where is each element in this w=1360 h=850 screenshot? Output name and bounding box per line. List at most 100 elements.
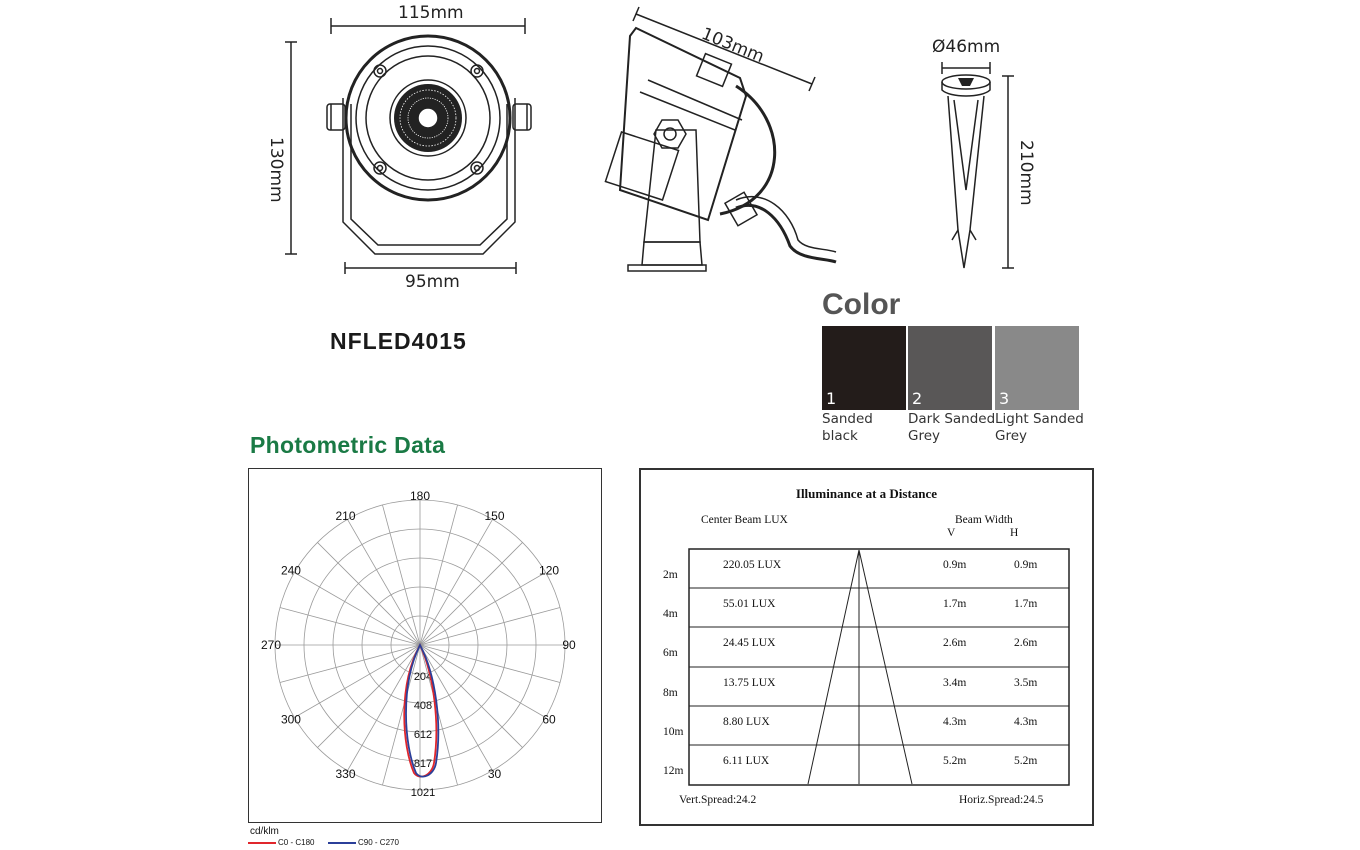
beam-width-v-value: 4.3m — [943, 716, 967, 728]
distance-label: 2m — [663, 569, 678, 581]
polar-grid-spoke — [419, 504, 458, 646]
dimension-front-height: 130mm — [266, 137, 286, 203]
beam-width-h-value: 2.6m — [1014, 637, 1038, 649]
color-swatch-sanded-black: 1 — [822, 326, 906, 410]
beam-width-v-value: 0.9m — [943, 559, 967, 571]
center-lux-value: 8.80 LUX — [723, 716, 770, 728]
polar-angle-label: 240 — [281, 564, 301, 578]
photometric-title: Photometric Data — [250, 432, 446, 458]
swatch-label-line: Grey — [908, 428, 941, 444]
model-number: NFLED4015 — [330, 328, 467, 354]
legend-c0: C0 - C180 — [248, 838, 314, 847]
legend-swatch-blue — [328, 841, 356, 844]
swatch-label-line: Sanded — [822, 411, 873, 427]
polar-grid-spoke — [279, 607, 421, 646]
swatch-label-2: Dark Sanded Grey — [908, 411, 998, 445]
beam-width-h-value: 5.2m — [1014, 755, 1038, 767]
polar-angle-label: 300 — [281, 713, 301, 727]
swatch-label-line: Light Sanded — [995, 411, 1084, 427]
polar-angle-label: 60 — [542, 713, 556, 727]
center-lux-value: 13.75 LUX — [723, 677, 776, 689]
beam-width-h-value: 4.3m — [1014, 716, 1038, 728]
swatch-label-line: Dark Sanded — [908, 411, 996, 427]
polar-intensity-chart: 1801501209060303303002702402102044086128… — [261, 489, 576, 799]
dimension-spike-diameter: Ø46mm — [932, 37, 1001, 57]
vert-spread: Vert.Spread:24.2 — [679, 794, 757, 806]
distance-label: 4m — [663, 608, 678, 620]
swatch-label-line: black — [822, 428, 858, 444]
polar-angle-label: 30 — [488, 767, 502, 781]
horiz-spread: Horiz.Spread:24.5 — [959, 794, 1044, 806]
swatch-number: 2 — [912, 389, 923, 408]
swatch-number: 3 — [999, 389, 1010, 408]
polar-radial-label: 612 — [414, 729, 432, 741]
beam-cone-diagram — [688, 548, 1070, 786]
center-lux-value: 220.05 LUX — [723, 559, 782, 571]
dimension-front-width-bottom: 95mm — [405, 272, 460, 292]
polar-grid-spoke — [347, 519, 421, 646]
dimension-spike-height: 210mm — [1016, 140, 1036, 206]
beam-width-h-value: 0.9m — [1014, 559, 1038, 571]
polar-angle-label: 150 — [484, 509, 504, 523]
illuminance-title: Illuminance at a Distance — [795, 486, 938, 501]
beam-width-header: Beam Width — [955, 514, 1013, 526]
h-header: H — [1010, 527, 1019, 539]
ground-spike-drawing — [941, 62, 1014, 269]
polar-grid-spoke — [347, 644, 421, 771]
polar-angle-label: 210 — [335, 509, 355, 523]
polar-grid-spoke — [317, 542, 421, 646]
legend-label: C0 - C180 — [278, 838, 315, 847]
distance-label: 10m — [663, 726, 684, 738]
polar-grid-spoke — [419, 644, 561, 683]
swatch-label-1: Sanded black — [822, 411, 912, 445]
polar-grid-spoke — [419, 542, 523, 646]
polar-intensity-curve — [405, 643, 440, 778]
polar-grid-spoke — [419, 644, 458, 786]
center-lux-value: 55.01 LUX — [723, 598, 776, 610]
polar-grid-spoke — [294, 572, 421, 646]
swatch-label-3: Light Sanded Grey — [995, 411, 1085, 445]
polar-grid-spoke — [279, 644, 421, 683]
polar-grid-spoke — [419, 644, 523, 748]
beam-width-v-value: 5.2m — [943, 755, 967, 767]
beam-width-v-value: 1.7m — [943, 598, 967, 610]
polar-grid-spoke — [419, 644, 493, 771]
polar-grid-spoke — [382, 644, 421, 786]
side-view-drawing — [604, 6, 837, 272]
v-header: V — [947, 527, 956, 539]
center-lux-value: 24.45 LUX — [723, 637, 776, 649]
color-swatch-dark-sanded-grey: 2 — [908, 326, 992, 410]
polar-radial-label: 1021 — [411, 787, 435, 799]
polar-angle-label: 180 — [410, 489, 430, 503]
beam-width-v-value: 3.4m — [943, 677, 967, 689]
front-view-drawing — [285, 18, 532, 274]
polar-grid-spoke — [317, 644, 421, 748]
legend-unit: cd/klm — [250, 826, 279, 837]
polar-grid-spoke — [419, 572, 546, 646]
beam-width-h-value: 1.7m — [1014, 598, 1038, 610]
distance-label: 8m — [663, 687, 678, 699]
distance-label: 12m — [663, 765, 684, 777]
color-swatch-light-sanded-grey: 3 — [995, 326, 1079, 410]
legend-c90: C90 - C270 — [328, 838, 399, 847]
color-section-title: Color — [822, 288, 901, 321]
beam-width-h-value: 3.5m — [1014, 677, 1038, 689]
polar-radial-label: 204 — [414, 671, 432, 683]
polar-radial-label: 817 — [414, 758, 432, 770]
polar-grid-spoke — [419, 607, 561, 646]
dimension-front-width-top: 115mm — [398, 3, 464, 23]
legend-label: C90 - C270 — [358, 838, 399, 847]
swatch-number: 1 — [826, 389, 837, 408]
center-beam-header: Center Beam LUX — [701, 514, 788, 526]
polar-radial-label: 408 — [414, 700, 432, 712]
polar-grid-spoke — [419, 644, 546, 718]
distance-label: 6m — [663, 647, 678, 659]
center-lux-value: 6.11 LUX — [723, 755, 770, 767]
polar-angle-label: 90 — [562, 638, 576, 652]
polar-grid-spoke — [382, 504, 421, 646]
swatch-label-line: Grey — [995, 428, 1028, 444]
illuminance-panel: Illuminance at a Distance Center Beam LU… — [639, 468, 1094, 826]
polar-angle-label: 330 — [335, 767, 355, 781]
polar-angle-label: 270 — [261, 638, 281, 652]
